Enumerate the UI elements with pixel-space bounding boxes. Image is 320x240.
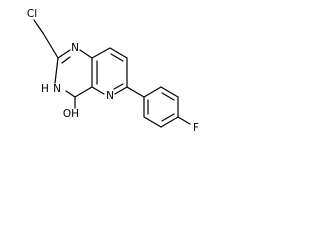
bond-n3-c2 [54, 57, 59, 84]
bond-c4-n3 [65, 90, 76, 98]
bond-c8-c7 [109, 47, 128, 59]
fluorophenyl-ring [143, 86, 191, 128]
ring-n1-label: N [71, 42, 79, 54]
bond-ar4-ar5-double [161, 113, 175, 122]
bond-ch2-c2 [42, 32, 59, 59]
bond-c2-n1-double [61, 56, 71, 64]
bond-c8-c7-double [110, 53, 124, 62]
bond-c6-n5-double [113, 83, 124, 90]
pyridine-ring [91, 47, 128, 95]
ring-nh-h-label: H [41, 83, 49, 95]
bond-ar4-f [177, 116, 191, 125]
pyridine-n-label: N [106, 90, 114, 102]
bond-ar2-ar3 [160, 86, 179, 98]
fluorine-label: F [193, 122, 199, 134]
bond-ar5-ar6 [143, 116, 162, 128]
bond-ar2-ar3-double [161, 92, 175, 101]
pyrimidine-ring [54, 49, 98, 109]
chlorine-label: Cl [27, 8, 37, 20]
chloromethyl-group [33, 19, 59, 59]
bond-ar1-ar2 [143, 86, 162, 98]
bond-c8a-c8 [91, 47, 111, 59]
bond-ar4-ar5 [160, 116, 179, 128]
bond-c2-n1 [57, 49, 71, 59]
ring-n3-label: N [53, 83, 61, 95]
bond-n5-c4a [91, 86, 105, 95]
hydroxyl-label: OH [63, 108, 79, 120]
bond-cl-ch2 [33, 19, 44, 34]
bond-n1-c8a [79, 49, 93, 59]
bond-c6-n5 [114, 86, 128, 95]
bond-c4a-c4 [74, 86, 93, 98]
molecule-structure: Cl N H N N OH F [27, 8, 199, 134]
bond-c6-aryl [126, 86, 145, 98]
